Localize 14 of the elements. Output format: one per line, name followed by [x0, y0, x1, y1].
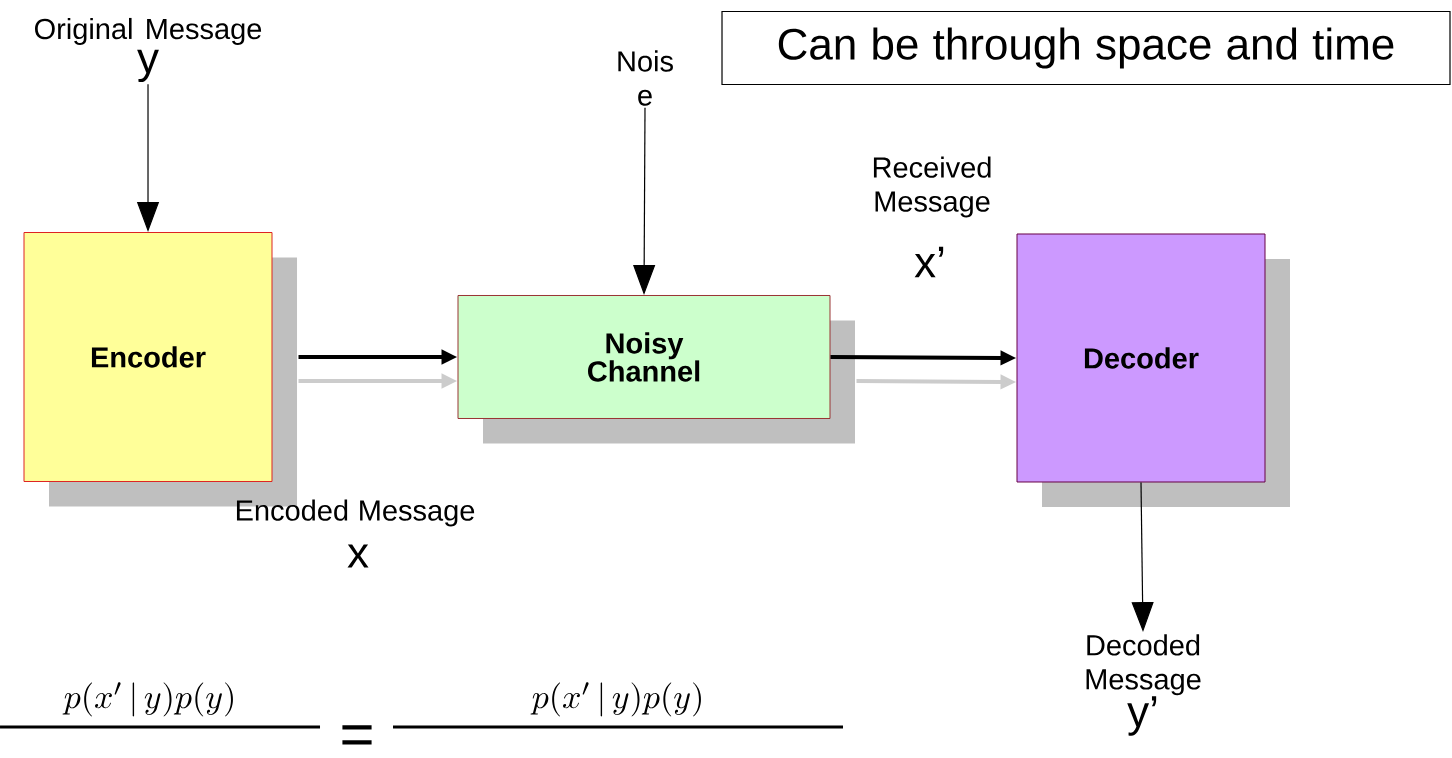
text-label: Encoded Message: [236, 499, 475, 527]
text-label: Nois e: [618, 50, 673, 106]
text-label: Original Message y: [35, 17, 262, 83]
text-label: x’: [914, 246, 944, 278]
formula: $p(x'\,|\,y)p(y)$: [530, 682, 701, 717]
process-box: Decoder: [1016, 233, 1266, 483]
text-label: x: [347, 544, 369, 568]
note-box: Can be through space and time: [721, 10, 1451, 86]
formula: $p(x'\,|\,y)p(y)$: [62, 682, 233, 717]
text-label: Received Message: [873, 156, 991, 218]
equals-sign: =: [342, 725, 372, 745]
process-box: Encoder: [23, 232, 273, 482]
process-box: Noisy Channel: [457, 295, 831, 419]
text-label: Decoded Message y’: [1086, 634, 1201, 736]
